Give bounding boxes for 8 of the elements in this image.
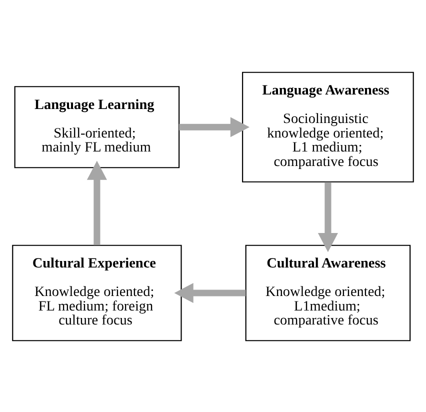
arrow <box>318 182 338 252</box>
node-box: Language Awareness Sociolinguistic knowledge oriented; L1 medium; comparative focus <box>242 71 414 182</box>
node-box: Language Learning Skill-oriented; mainly FL medium <box>14 86 180 168</box>
arrow <box>174 282 246 303</box>
arrow <box>179 116 250 137</box>
node-box: Cultural Awareness Knowledge oriented; L1medium; comparative focus <box>245 244 411 341</box>
node-box: Cultural Experience Knowledge oriented; FL medium; foreign culture focus <box>12 244 182 341</box>
arrow <box>86 160 107 245</box>
